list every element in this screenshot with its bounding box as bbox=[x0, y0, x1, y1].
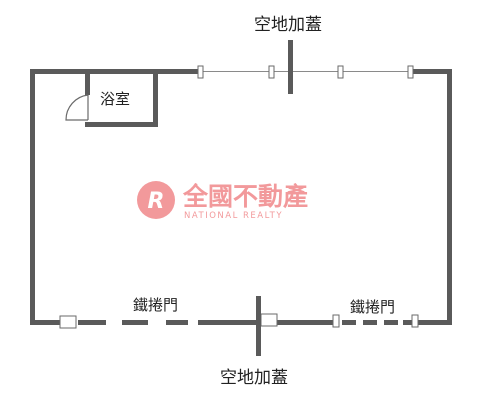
bottom-divider bbox=[256, 296, 261, 356]
top-area-label: 空地加蓋 bbox=[254, 15, 322, 35]
bathroom-wall-top bbox=[85, 69, 158, 74]
watermark-logo-icon bbox=[137, 181, 175, 219]
bathroom: 浴室 bbox=[65, 69, 158, 127]
bathroom-wall-bottom bbox=[85, 122, 158, 127]
window-mullion bbox=[268, 65, 275, 79]
gate-left: 鐵捲門 bbox=[59, 296, 220, 329]
wall-left bbox=[30, 69, 35, 325]
watermark: R 全國不動產 NATIONAL REALTY bbox=[137, 181, 308, 221]
wall-bottom-left-stub bbox=[30, 320, 60, 325]
watermark-logo-letters: R bbox=[148, 189, 165, 214]
watermark-name-cn: 全國不動產 bbox=[182, 182, 308, 211]
wall-bottom-right-stub bbox=[418, 320, 452, 325]
gate-right-post-left bbox=[332, 314, 340, 328]
window-mullion bbox=[197, 65, 204, 79]
window-mullion bbox=[407, 65, 414, 79]
window-mullion bbox=[337, 65, 344, 79]
gate-right: 鐵捲門 bbox=[260, 298, 419, 328]
bathroom-label: 浴室 bbox=[100, 90, 130, 108]
wall-top-right bbox=[412, 69, 452, 74]
gate-mid-post bbox=[260, 313, 278, 327]
watermark-name-en: NATIONAL REALTY bbox=[184, 211, 283, 221]
bathroom-wall-right bbox=[153, 69, 158, 127]
bathroom-wall-left bbox=[85, 69, 90, 95]
gate-left-post bbox=[59, 315, 77, 329]
gate-left-label: 鐵捲門 bbox=[133, 296, 178, 314]
top-divider bbox=[288, 40, 293, 94]
wall-right bbox=[447, 69, 452, 325]
gate-right-label: 鐵捲門 bbox=[350, 298, 395, 316]
gate-right-post-right bbox=[411, 314, 419, 328]
bottom-area-label: 空地加蓋 bbox=[220, 368, 288, 388]
top-window bbox=[197, 65, 414, 79]
door-swing bbox=[65, 94, 89, 121]
